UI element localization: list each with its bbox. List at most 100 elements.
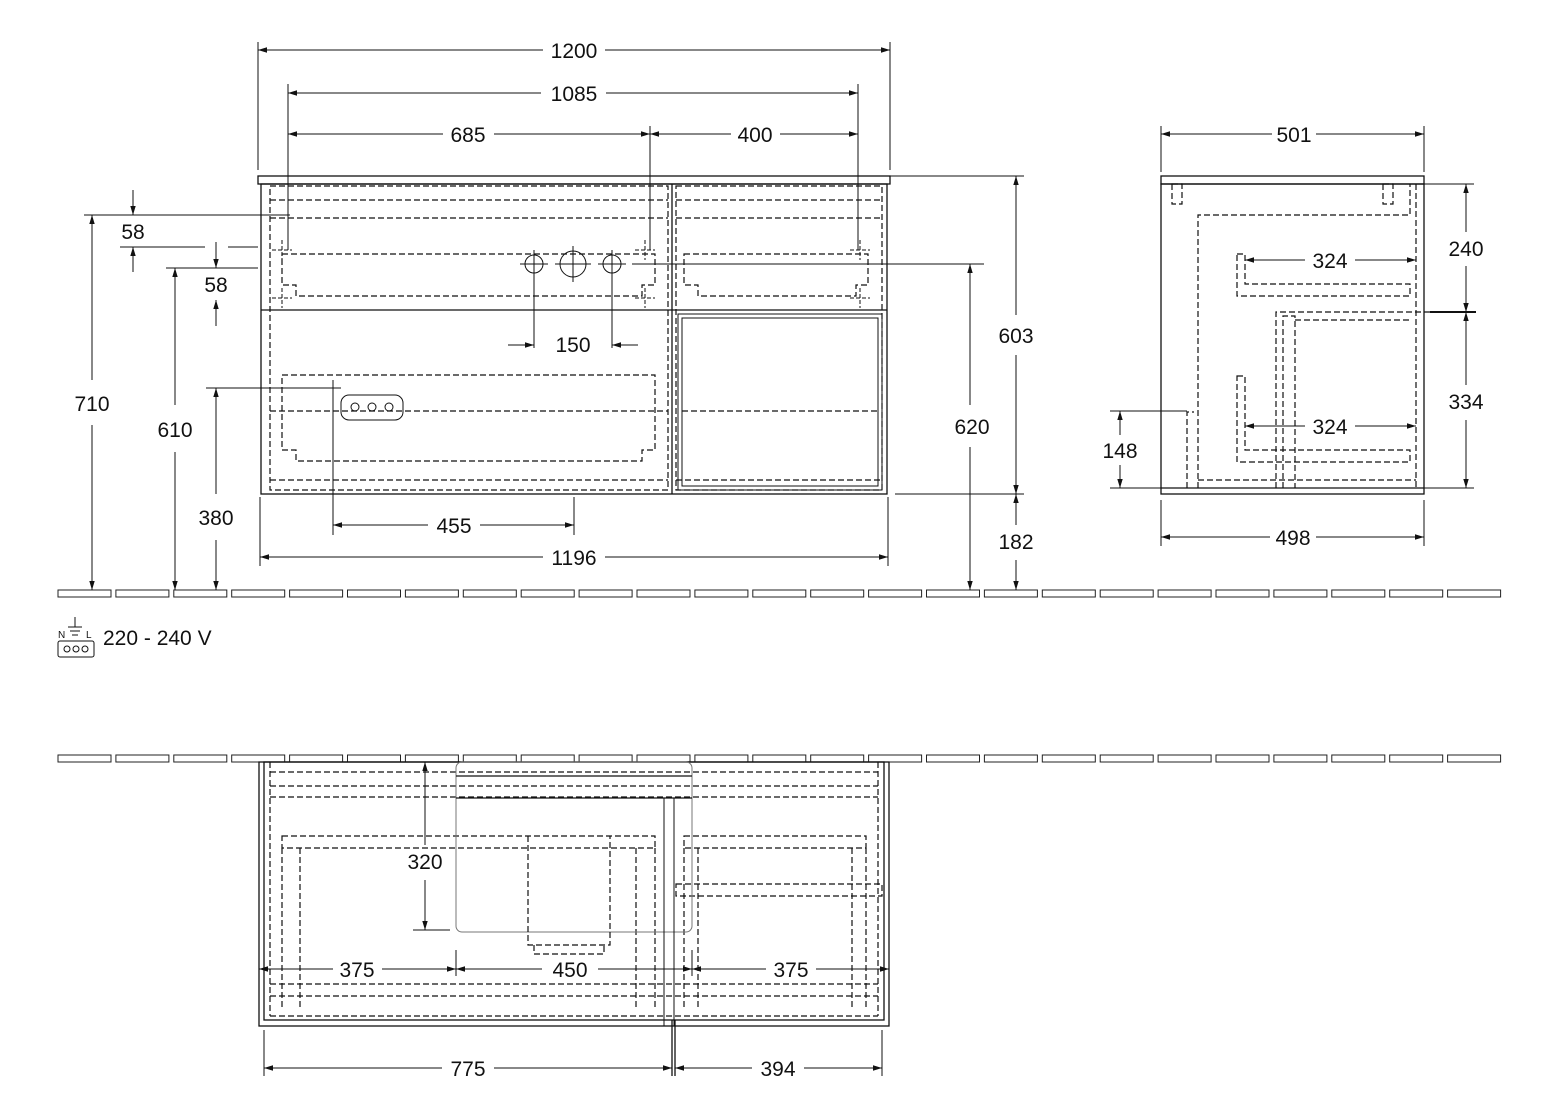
floor-tile [926,754,980,763]
dim-drawer-top-height: 620 [954,416,989,439]
socket-small-icon [57,640,95,658]
floor-tile [578,589,633,598]
dim-height-610: 610 [157,419,192,442]
dim-tap-spacing: 150 [555,334,590,357]
dim-width-overall: 1200 [551,40,598,63]
dim-lower-drawer-height: 334 [1448,391,1483,414]
floor-tile [1389,754,1444,763]
floor-tile [289,589,344,598]
floor-tile [810,589,865,598]
floor-tile [926,589,980,598]
floor-tile [1215,754,1270,763]
dim-top-offset-1: 58 [121,221,144,244]
dim-body-height: 603 [998,325,1033,348]
dim-depth-bottom: 498 [1275,527,1310,550]
dim-left-to-tap: 685 [450,124,485,147]
floor-tile [1099,589,1154,598]
dim-socket-height: 380 [198,507,233,530]
dim-side-socket-height: 148 [1102,440,1137,463]
floor-tile [983,589,1038,598]
floor-tile [1331,589,1386,598]
floor-tile [462,754,517,763]
ground-icon [68,617,82,636]
floor-tile [115,754,170,763]
floor-tile [1215,589,1270,598]
floor-tile [983,754,1038,763]
tap-holes [520,246,626,282]
dim-width-bottom: 1196 [551,547,596,570]
dim-plan-left-section: 375 [339,959,374,982]
power-symbol: N L 220 - 240 V [57,617,212,658]
drain-pipe [663,797,675,1027]
dim-plan-depth: 320 [407,851,442,874]
dim-right-section: 400 [737,124,772,147]
floor-tile [462,589,517,598]
dim-plan-middle-section: 450 [552,959,587,982]
floor-tile [347,589,401,598]
live-label: L [86,630,92,641]
front-cabinet-body [260,183,888,495]
dim-upper-drawer-height: 240 [1448,238,1483,261]
floor-tile [404,589,459,598]
floor-tile [520,754,575,763]
dim-plan-left-width: 775 [450,1058,485,1081]
dim-upper-drawer-depth: 324 [1312,250,1347,273]
front-countertop [257,175,891,185]
floor-tile [694,589,749,598]
side-dimensions [1110,126,1476,546]
floor-tile [694,754,749,763]
plan-dimensions [259,762,889,1076]
floor-tile [1389,589,1444,598]
floor-tile [1447,754,1502,763]
floor-tile [289,754,344,763]
dim-width-inner: 1085 [551,83,598,106]
floor-tile [636,754,691,763]
floor-tile [231,754,286,763]
plan-dimension-labels: 320 375 450 375 775 394 [339,851,808,1081]
dim-top-offset-2: 58 [204,274,227,297]
front-dimension-labels: 1200 1085 685 400 710 58 58 610 380 150 … [74,40,1033,570]
floor-tile [1157,589,1212,598]
floor-tile [520,589,575,598]
floor-tile [115,589,170,598]
side-view [1160,175,1430,495]
floor-tile [1041,754,1096,763]
sink-basin [455,761,693,933]
floor-tile [752,754,807,763]
floor-tile [57,754,112,763]
floor-tile [347,754,401,763]
floor-tile [1273,754,1328,763]
floor-tile [1041,589,1096,598]
voltage-label: 220 - 240 V [103,627,212,650]
floor-tile [578,754,633,763]
plan-view [258,761,890,1076]
floor-tile [868,754,923,763]
neutral-label: N [58,630,65,641]
front-dimensions [84,42,1024,590]
floor-tile [404,754,459,763]
dim-height-overall: 710 [74,393,109,416]
floor-tile [810,754,865,763]
siphon [527,836,611,946]
dim-depth-top: 501 [1276,124,1311,147]
floor-line-front [57,589,1502,598]
floor-tile [173,754,228,763]
floor-tile [231,589,286,598]
floor-tile [1273,589,1328,598]
side-dimension-labels: 501 498 324 324 240 334 148 [1102,124,1483,550]
dim-plan-right-section: 375 [773,959,808,982]
floor-tile [752,589,807,598]
floor-line-plan [57,754,1502,763]
dim-socket-offset: 455 [436,515,471,538]
dim-lower-drawer-depth: 324 [1312,416,1347,439]
floor-tile [1157,754,1212,763]
dim-floor-clearance: 182 [998,531,1033,554]
floor-tile [868,589,923,598]
floor-tile [1099,754,1154,763]
floor-tile [636,589,691,598]
floor-tile [1447,589,1502,598]
floor-tile [57,589,112,598]
socket-icon [340,394,404,421]
floor-tile [1331,754,1386,763]
